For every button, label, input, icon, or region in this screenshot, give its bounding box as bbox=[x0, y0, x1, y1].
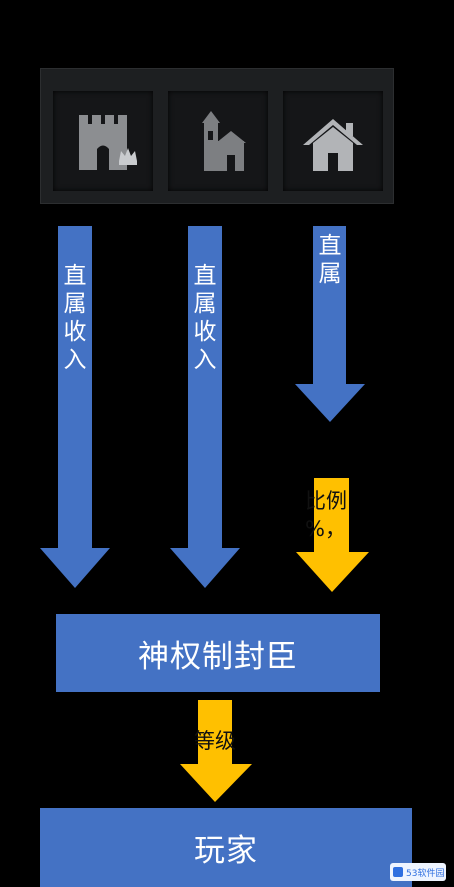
church-icon bbox=[202, 111, 246, 171]
house-direct-label: 直属 bbox=[318, 233, 342, 287]
church-slot[interactable] bbox=[168, 91, 268, 191]
grade-tax-arrow bbox=[180, 700, 252, 802]
watermark-logo: 53软件园 bbox=[393, 867, 444, 879]
holding-icon-bar bbox=[40, 68, 394, 204]
castle-income-label: 直属收入 bbox=[63, 263, 87, 373]
ratio-fragment: 比例 bbox=[305, 489, 347, 513]
castle-slot[interactable] bbox=[53, 91, 153, 191]
ratio-label-area: 比例 %， bbox=[305, 487, 353, 547]
percent-fragment: %， bbox=[305, 517, 346, 541]
castle-with-crown-icon bbox=[79, 115, 137, 170]
church-income-arrow bbox=[170, 226, 240, 588]
house-direct-arrow bbox=[295, 226, 365, 422]
house-slot[interactable] bbox=[283, 91, 383, 191]
svg-text:53软件园: 53软件园 bbox=[406, 867, 444, 879]
theocratic-vassal-box: 神权制封臣 bbox=[56, 614, 380, 692]
house-icon bbox=[303, 119, 363, 171]
player-box: 玩家 bbox=[40, 808, 412, 887]
grade-label-area: 等级 bbox=[194, 726, 242, 760]
grade-fragment: 等级 bbox=[194, 729, 236, 753]
church-income-label: 直属收入 bbox=[193, 263, 217, 373]
castle-income-arrow bbox=[40, 226, 110, 588]
ratio-tax-arrow bbox=[296, 478, 369, 592]
site-watermark: 53软件园 bbox=[390, 863, 446, 881]
